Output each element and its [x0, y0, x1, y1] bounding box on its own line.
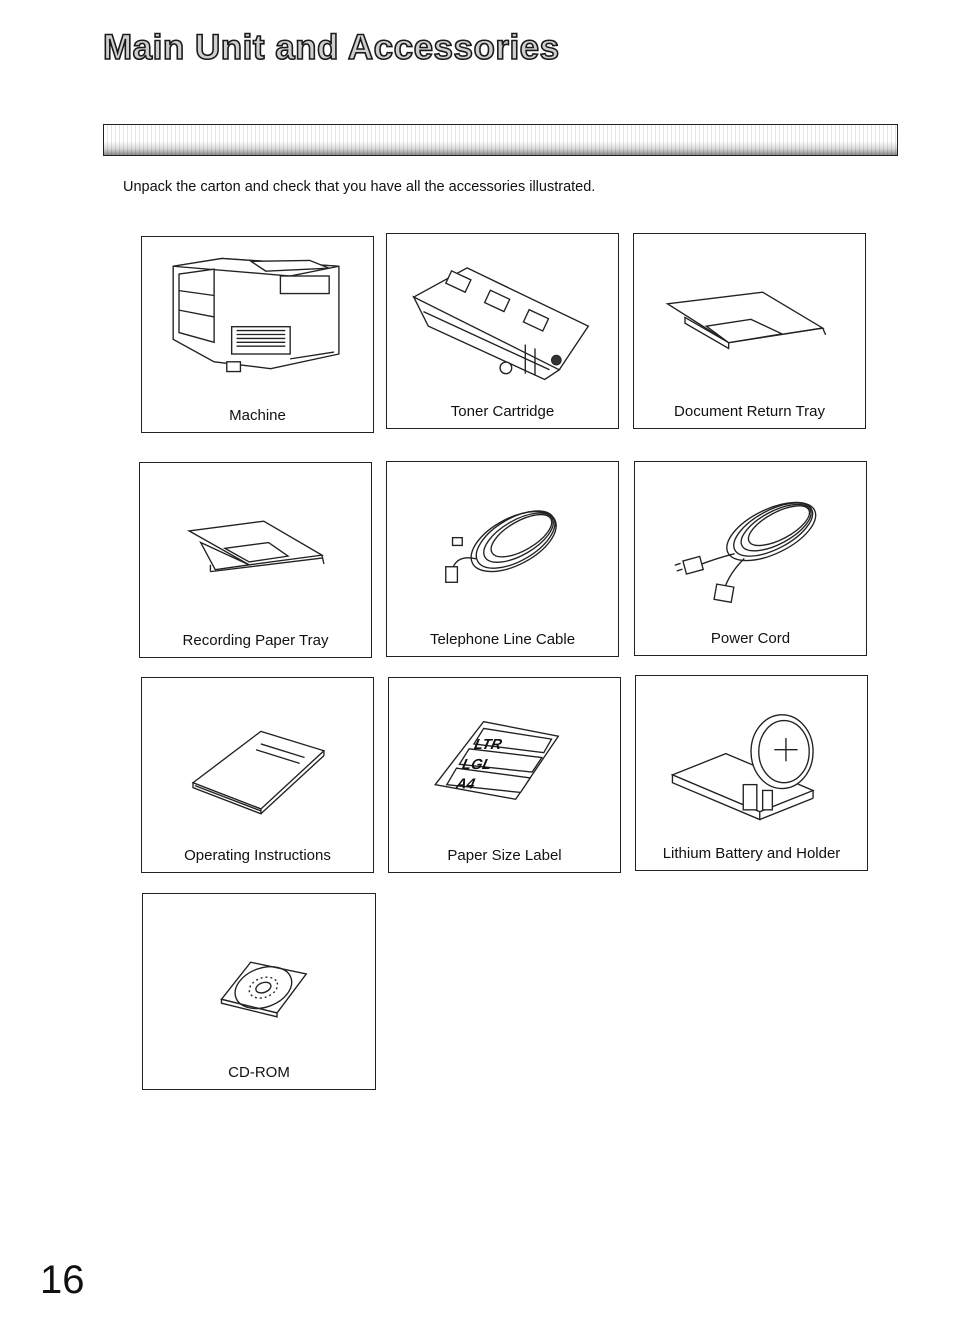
document-return-tray-icon: [665, 291, 827, 350]
telephone-cable-icon: [445, 510, 557, 583]
section-header-band: [103, 124, 898, 156]
page-number: 16: [40, 1258, 85, 1302]
item-telephone-line-cable: Telephone Line Cable: [386, 461, 619, 657]
item-label: Document Return Tray: [674, 403, 825, 420]
item-lithium-battery-and-holder: Lithium Battery and Holder: [635, 675, 868, 871]
item-power-cord: Power Cord: [634, 461, 867, 656]
item-recording-paper-tray: Recording Paper Tray: [139, 462, 372, 658]
paper-size-label-icon: LTR LGL A4: [433, 720, 560, 800]
label-lgl: LGL: [461, 757, 493, 773]
power-cord-icon: [674, 501, 817, 604]
item-label: Recording Paper Tray: [182, 632, 329, 649]
item-toner-cartridge: Toner Cartridge: [386, 233, 619, 429]
item-label: Telephone Line Cable: [429, 631, 576, 648]
cd-rom-icon: [220, 961, 308, 1018]
item-label: Operating Instructions: [184, 847, 331, 864]
item-cd-rom: CD-ROM: [142, 893, 376, 1090]
item-machine: Machine: [141, 236, 374, 433]
item-label: Paper Size Label: [447, 847, 562, 864]
item-paper-size-label: LTR LGL A4 Paper Size Label: [388, 677, 621, 873]
item-label: Toner Cartridge: [450, 403, 555, 420]
item-document-return-tray: Document Return Tray: [633, 233, 866, 429]
item-label: Power Cord: [710, 630, 791, 647]
toner-cartridge-icon: [412, 267, 590, 381]
manual-booklet-icon: [191, 730, 326, 815]
item-label: CD-ROM: [228, 1064, 290, 1081]
battery-holder-icon: [670, 714, 815, 821]
intro-text: Unpack the carton and check that you hav…: [123, 179, 596, 195]
item-operating-instructions: Operating Instructions: [141, 677, 374, 873]
page-title: Main Unit and Accessories: [102, 27, 560, 68]
label-a4: A4: [453, 777, 476, 793]
label-ltr: LTR: [473, 737, 504, 753]
item-label: Machine: [229, 407, 286, 424]
fax-machine-icon: [172, 257, 340, 373]
recording-paper-tray-icon: [186, 520, 325, 573]
item-label: Lithium Battery and Holder: [662, 845, 841, 862]
